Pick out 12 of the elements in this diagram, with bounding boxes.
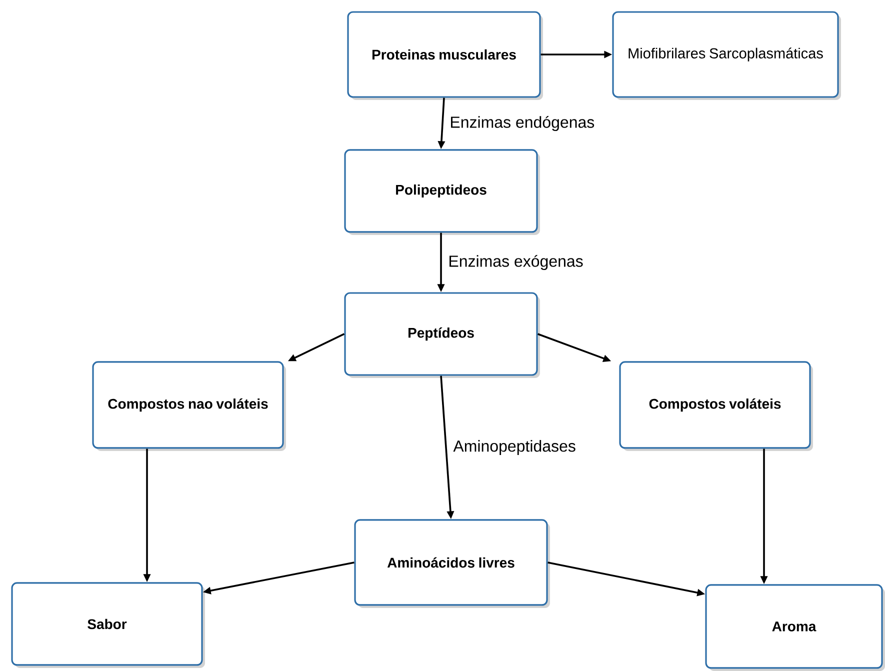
process-box: Compostos nao voláteis [92, 361, 284, 449]
process-box: Sabor [11, 582, 203, 666]
process-box: Aminoácidos livres [354, 519, 548, 606]
process-box: Aroma [705, 584, 883, 669]
process-box: Compostos voláteis [619, 361, 811, 449]
process-box: Proteinas musculares [347, 11, 541, 98]
edge-label: Aminopeptidases [452, 439, 577, 456]
process-box: Peptídeos [344, 292, 538, 376]
process-box: Polipeptideos [344, 149, 538, 233]
edge-label: Enzimas endógenas [448, 114, 596, 132]
process-box: Miofibrilares Sarcoplasmáticas [612, 11, 839, 98]
edge-label: Enzimas exógenas [447, 254, 584, 272]
